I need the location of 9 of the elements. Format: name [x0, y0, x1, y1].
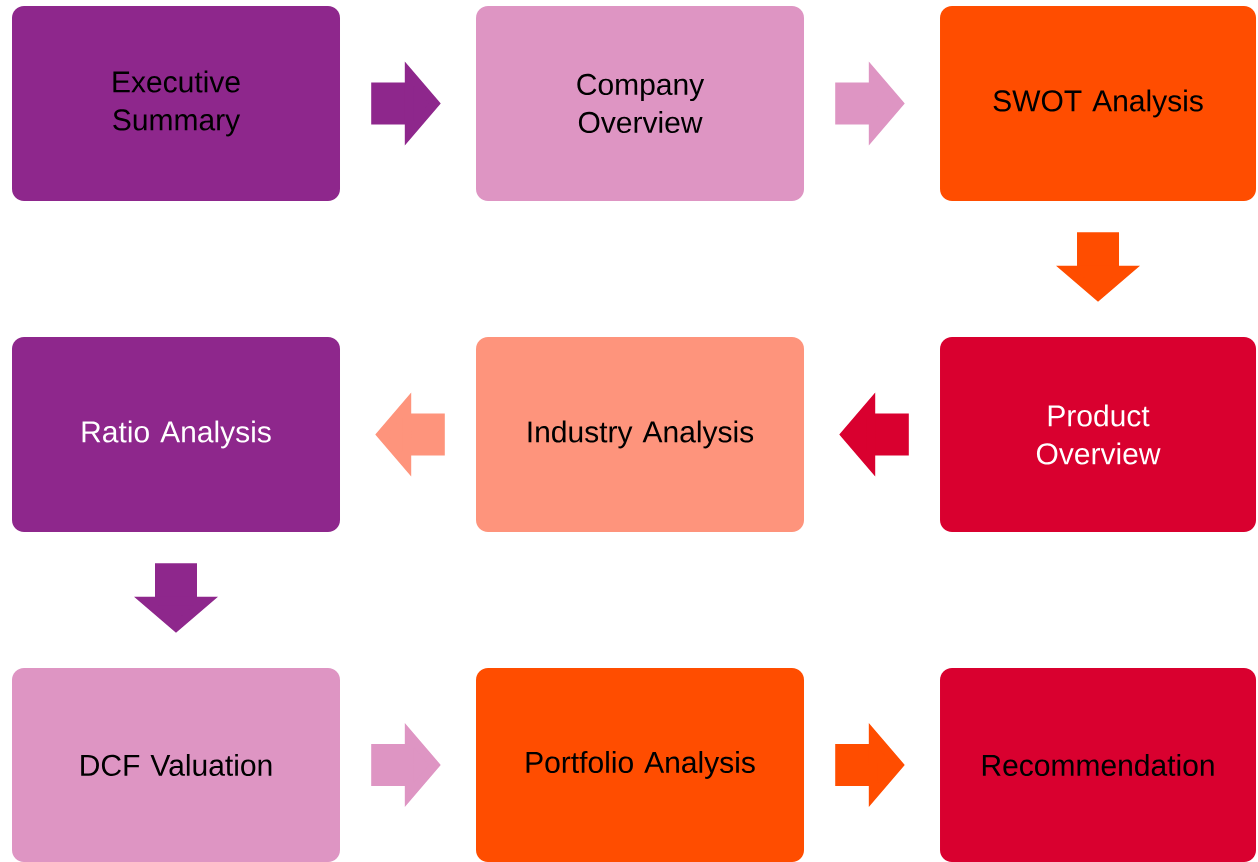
process-box: Ratio Analysis [12, 337, 340, 532]
process-box: Industry Analysis [476, 337, 804, 532]
process-box: DCF Valuation [12, 668, 340, 862]
process-box: SWOT Analysis [940, 6, 1256, 201]
process-box: Product Overview [940, 337, 1256, 532]
process-box: Executive Summary [12, 6, 340, 201]
process-box: Recommendation [940, 668, 1256, 862]
process-box: Portfolio Analysis [476, 668, 804, 862]
process-box: Company Overview [476, 6, 804, 201]
